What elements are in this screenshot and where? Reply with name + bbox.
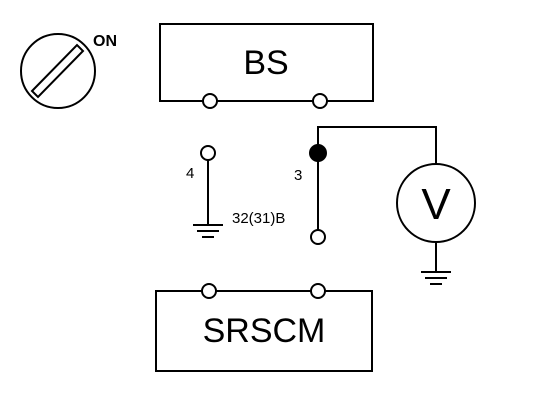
pin32-label: 32(31)B: [232, 210, 285, 227]
pin3-terminal: [309, 144, 327, 162]
pin4-label: 4: [186, 165, 194, 182]
srscm-terminal-right: [310, 283, 326, 299]
pin4-terminal: [200, 145, 216, 161]
wire-pin3-voltmeter: [317, 126, 437, 164]
bs-terminal-left: [202, 93, 218, 109]
voltmeter-symbol: V: [421, 180, 451, 229]
srscm-box: [155, 290, 373, 372]
ground-left-icon: [193, 224, 223, 238]
pin32-terminal: [310, 229, 326, 245]
bs-label: BS: [243, 44, 288, 82]
bs-box: [159, 23, 374, 102]
ground-right-icon: [421, 271, 451, 285]
srscm-terminal-left: [201, 283, 217, 299]
srscm-label: SRSCM: [203, 312, 326, 350]
pin3-label: 3: [294, 167, 302, 184]
switch-on-label: ON: [93, 33, 117, 50]
ignition-switch-icon: [20, 33, 96, 109]
bs-terminal-right: [312, 93, 328, 109]
